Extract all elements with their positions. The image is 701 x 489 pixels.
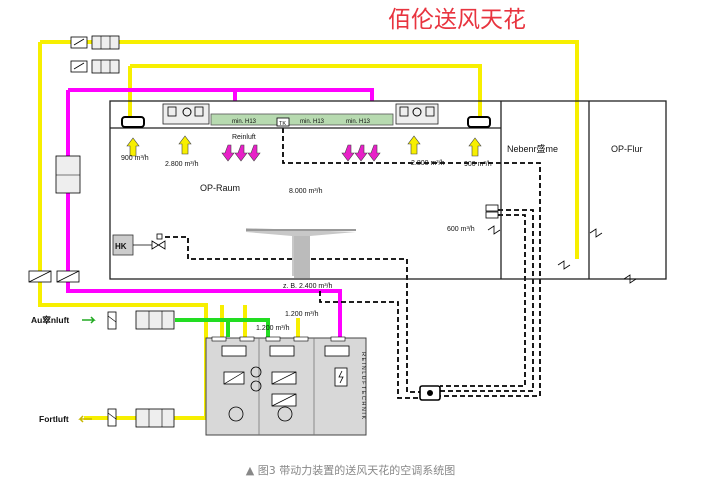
- clean-air-arrows-down: [221, 144, 381, 162]
- tk-sensor-ceiling: [276, 117, 290, 127]
- volume-controller-top: [70, 36, 88, 49]
- tk-label: TK: [279, 121, 286, 127]
- hk-label: HK: [115, 242, 127, 251]
- outdoor-silencer: [135, 310, 175, 330]
- silencer-second: [91, 59, 120, 74]
- exhaust-silencer: [135, 408, 175, 428]
- exhaust-grille: [107, 408, 117, 427]
- transfer-damper-bottom: [623, 274, 637, 284]
- flow-supply-1200-b: 1.200 m³/h: [256, 325, 290, 332]
- ahu-fan-supply-icon: [277, 406, 293, 422]
- ahu-brand: R E I N L U F T E C H N I K: [360, 352, 366, 419]
- exhaust-air-arrow: [78, 415, 92, 423]
- air-handling-unit: R E I N L U F T E C H N I K: [205, 336, 367, 436]
- flow-supply-1200-a: 1.200 m³/h: [285, 311, 319, 318]
- watermark-title: 佰伦送风天花: [388, 7, 526, 33]
- room-op-raum: OP-Raum: [200, 183, 240, 193]
- ahu-filter-3: [324, 345, 350, 357]
- tr-sensor-2: [485, 211, 499, 219]
- outdoor-air-ducts: [175, 318, 270, 337]
- flow-center-8000: 8.000 m³/h: [289, 188, 323, 195]
- text-labels: OP-Raum Nebenr盛me OP-Flur Reinluft 900 m…: [121, 134, 643, 332]
- operating-lamp: [246, 228, 356, 278]
- edge-diffuser-right: [467, 116, 491, 128]
- fan-icon-right: [412, 107, 422, 117]
- flow-left-900: 900 m³/h: [121, 155, 149, 162]
- filter-label-left: min. H13: [232, 119, 257, 125]
- supply-ceiling: min. H13 min. H13 min. H13 TK: [121, 103, 491, 128]
- transfer-damper-lower: [557, 260, 571, 270]
- operating-table: [294, 236, 310, 278]
- reinluft-label: Reinluft: [232, 134, 256, 141]
- aussenluft-label: Au窣nluft: [31, 315, 69, 325]
- fan-icon-left: [182, 107, 192, 117]
- transfer-damper-nebenraum: [487, 225, 501, 235]
- building-walls: [109, 100, 667, 280]
- room-nebenraume: Nebenr盛me: [507, 143, 558, 154]
- flow-right-900: 900 m³/h: [464, 161, 492, 168]
- flow-nebenraum-600: 600 m³/h: [447, 226, 475, 233]
- wall-dampers: [485, 204, 637, 284]
- duct-components-left: [28, 35, 120, 283]
- filter-label-center: min. H13: [300, 119, 325, 125]
- flow-extract-2400: z. B. 2.400 m³/h: [283, 283, 333, 290]
- lightning-icon: [338, 370, 344, 384]
- return-air-ducts: [66, 88, 374, 337]
- building-outline: [109, 100, 667, 280]
- ahu-filter-1: [221, 345, 247, 357]
- figure-caption: ▲ 图3 带动力装置的送风天花的空调系统图: [245, 464, 456, 477]
- room-op-flur: OP-Flur: [611, 144, 643, 154]
- silencer-top: [91, 35, 120, 50]
- transfer-damper-flur: [589, 228, 603, 238]
- ahu-recovery-wheel-icon: [250, 366, 262, 378]
- return-silencer: [55, 155, 81, 194]
- flow-left-2800: 2.800 m³/h: [165, 161, 199, 168]
- flow-right-2800: 2.800 m³/h: [411, 160, 445, 167]
- fan-unit-left: [162, 103, 210, 125]
- outdoor-air-arrow: [82, 316, 96, 324]
- heating-coil: HK: [112, 233, 166, 256]
- filter-bar: [210, 113, 394, 126]
- fan-unit-right: [395, 103, 439, 125]
- outdoor-exhaust-path: Au窣nluft Fortluft: [31, 310, 175, 428]
- valve-icon: [151, 240, 166, 250]
- outdoor-grille: [107, 311, 117, 330]
- fortluft-label: Fortluft: [39, 414, 69, 424]
- ahu-recovery-wheel-2-icon: [250, 380, 262, 392]
- volume-controller-second: [70, 60, 88, 73]
- control-unit: [419, 385, 441, 401]
- ahu-fan-exhaust-icon: [228, 406, 244, 422]
- supply-arrows-up: [126, 135, 482, 157]
- filter-label-right: min. H13: [346, 119, 371, 125]
- edge-diffuser-left: [121, 116, 145, 128]
- ahu-filter-2: [269, 345, 295, 357]
- tr-sensor: [485, 204, 499, 212]
